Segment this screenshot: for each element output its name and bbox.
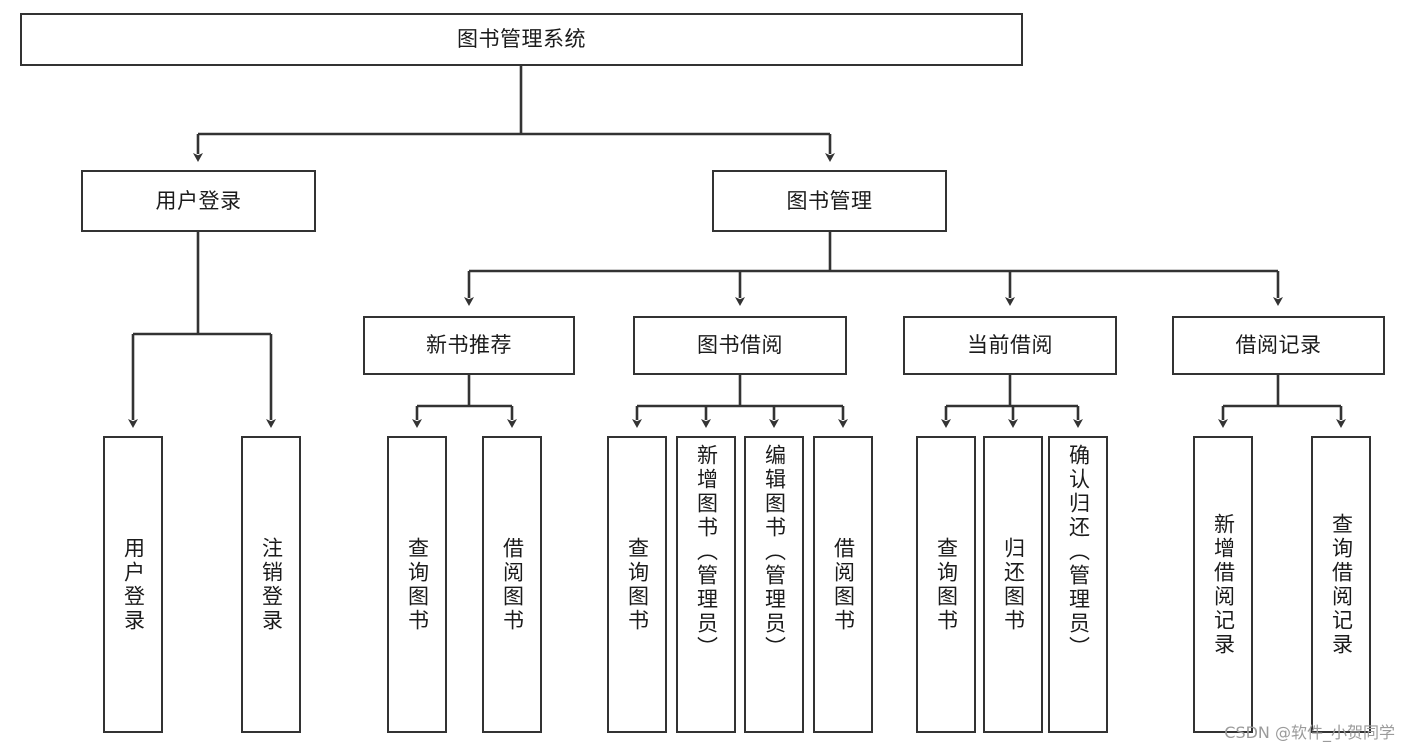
node-borrow-record-label: 借阅记录 [1235, 333, 1322, 358]
node-new-book-recommend-label: 新书推荐 [426, 333, 512, 358]
leaf-borrow-book-2[interactable]: 借阅图书 [813, 436, 873, 733]
leaf-user-login-label: 用户登录 [121, 536, 146, 633]
leaf-return-book-label: 归还图书 [1001, 536, 1026, 633]
leaf-add-book-label: 新增图书（管理员） [694, 444, 719, 660]
leaf-borrow-book-2-label: 借阅图书 [831, 536, 856, 633]
node-borrow-record[interactable]: 借阅记录 [1172, 316, 1385, 375]
leaf-confirm-return-label: 确认归还（管理员） [1066, 444, 1091, 660]
leaf-logout-label: 注销登录 [259, 536, 284, 633]
node-book-manage-label: 图书管理 [786, 188, 873, 213]
leaf-user-login[interactable]: 用户登录 [103, 436, 163, 733]
leaf-edit-book-label: 编辑图书（管理员） [762, 444, 787, 660]
leaf-add-record-label: 新增借阅记录 [1211, 512, 1236, 657]
leaf-add-record[interactable]: 新增借阅记录 [1193, 436, 1253, 733]
leaf-edit-book[interactable]: 编辑图书（管理员） [744, 436, 804, 733]
node-new-book-recommend[interactable]: 新书推荐 [363, 316, 575, 375]
leaf-query-book-2[interactable]: 查询图书 [607, 436, 667, 733]
leaf-query-book-3[interactable]: 查询图书 [916, 436, 976, 733]
leaf-confirm-return[interactable]: 确认归还（管理员） [1048, 436, 1108, 733]
node-book-borrow-label: 图书借阅 [697, 333, 783, 358]
leaf-add-book[interactable]: 新增图书（管理员） [676, 436, 736, 733]
node-book-borrow[interactable]: 图书借阅 [633, 316, 847, 375]
node-user-login-label: 用户登录 [155, 188, 242, 213]
leaf-borrow-book-1[interactable]: 借阅图书 [482, 436, 542, 733]
leaf-query-book-1[interactable]: 查询图书 [387, 436, 447, 733]
leaf-return-book[interactable]: 归还图书 [983, 436, 1043, 733]
node-user-login[interactable]: 用户登录 [81, 170, 316, 232]
leaf-borrow-book-1-label: 借阅图书 [500, 536, 525, 633]
leaf-query-record[interactable]: 查询借阅记录 [1311, 436, 1371, 733]
leaf-query-book-2-label: 查询图书 [625, 536, 650, 633]
node-book-manage[interactable]: 图书管理 [712, 170, 947, 232]
node-current-borrow[interactable]: 当前借阅 [903, 316, 1117, 375]
leaf-logout[interactable]: 注销登录 [241, 436, 301, 733]
leaf-query-record-label: 查询借阅记录 [1329, 512, 1354, 657]
node-root[interactable]: 图书管理系统 [20, 13, 1023, 66]
leaf-query-book-3-label: 查询图书 [934, 536, 959, 633]
node-root-label: 图书管理系统 [457, 27, 586, 52]
leaf-query-book-1-label: 查询图书 [405, 536, 430, 633]
node-current-borrow-label: 当前借阅 [967, 333, 1053, 358]
